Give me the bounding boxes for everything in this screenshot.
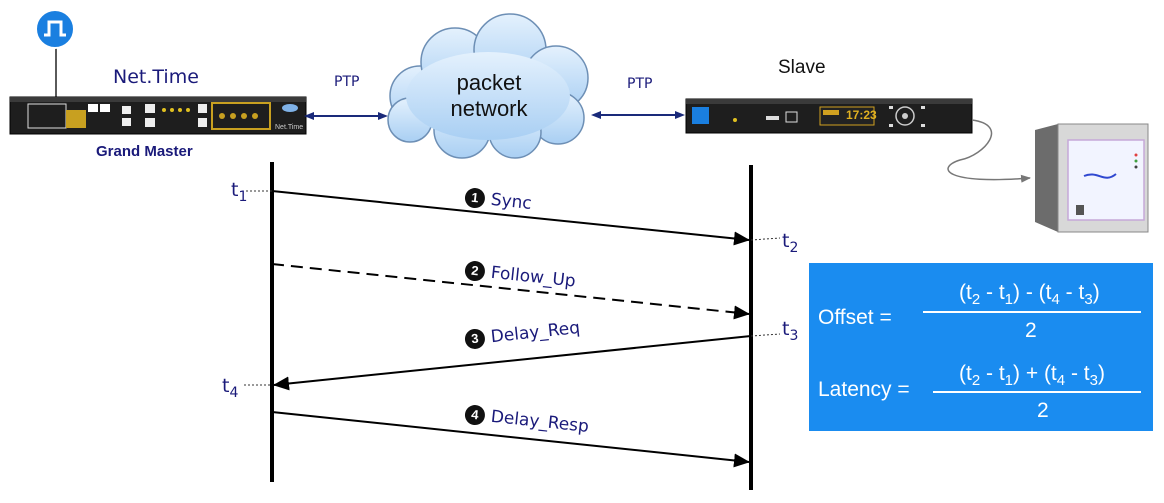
msg-1-label: Sync xyxy=(489,189,533,214)
offset-n-s4: 3 xyxy=(1084,291,1093,308)
msg-4-number: 4 xyxy=(463,404,486,427)
monitoring-terminal-icon xyxy=(1035,123,1149,233)
t4-sub: 4 xyxy=(229,385,239,401)
master-device-label: Net.Time xyxy=(113,66,199,88)
t3-base: t xyxy=(782,318,790,340)
ptp-right-label: PTP xyxy=(627,76,653,92)
timestamp-t1: t1 xyxy=(231,179,247,205)
offset-numerator: (t2 - t1) - (t4 - t3) xyxy=(959,281,1100,308)
latency-n-s2: 1 xyxy=(1004,372,1014,389)
latency-n-p2: - t xyxy=(980,362,1005,385)
follow-up-arrow xyxy=(271,263,750,320)
formula-box: Offset = (t2 - t1) - (t4 - t3) 2 Latency… xyxy=(809,263,1153,431)
msg-2-number: 2 xyxy=(463,260,486,283)
grand-master-device-icon xyxy=(9,96,307,135)
latency-denominator: 2 xyxy=(1037,399,1049,422)
delay-resp-arrow xyxy=(271,411,750,468)
msg-1-number: 1 xyxy=(463,187,486,210)
offset-n-s3: 4 xyxy=(1051,291,1060,308)
latency-n-s4: 3 xyxy=(1089,372,1098,389)
offset-n-p3: ) - (t xyxy=(1013,281,1052,304)
slave-label: Slave xyxy=(778,57,826,78)
timestamp-t3: t3 xyxy=(782,318,798,344)
latency-n-p5: ) xyxy=(1097,362,1105,385)
t2-sub: 2 xyxy=(789,240,799,256)
msg-3-number: 3 xyxy=(463,327,486,350)
offset-denominator: 2 xyxy=(1025,319,1037,342)
grand-master-label: Grand Master xyxy=(96,143,193,160)
offset-n-p2: - t xyxy=(980,281,1005,304)
slave-device-icon xyxy=(685,98,973,134)
latency-n-s3: 4 xyxy=(1056,372,1066,389)
offset-n-p1: (t xyxy=(959,281,972,304)
timestamp-t2: t2 xyxy=(782,230,798,256)
t3-sub: 3 xyxy=(789,328,799,344)
t1-sub: 1 xyxy=(238,189,248,205)
latency-n-p1: (t xyxy=(959,362,972,385)
offset-label: Offset = xyxy=(818,306,892,329)
cloud-label-line2: network xyxy=(450,96,528,121)
latency-numerator: (t2 - t1) + (t4 - t3) xyxy=(959,362,1105,389)
latency-n-s1: 2 xyxy=(971,372,981,389)
latency-label: Latency = xyxy=(818,378,910,401)
slave-display-time: 17:23 xyxy=(846,108,877,122)
cloud-label: packet network xyxy=(434,70,544,122)
offset-n-p4: - t xyxy=(1059,281,1085,304)
sync-arrow xyxy=(271,190,750,246)
t2-base: t xyxy=(782,230,790,252)
master-faceplate-text: Net.Time xyxy=(275,124,304,131)
ptp-left-label: PTP xyxy=(334,74,360,90)
offset-n-s2: 1 xyxy=(1004,291,1014,308)
t4-base: t xyxy=(222,375,230,397)
cloud-label-line1: packet xyxy=(456,70,522,95)
offset-fraction-bar xyxy=(923,311,1141,313)
timestamp-t4: t4 xyxy=(222,375,238,401)
cloud-icon xyxy=(387,13,589,159)
cable xyxy=(947,119,1031,183)
offset-n-s1: 2 xyxy=(971,291,981,308)
latency-n-p4: - t xyxy=(1065,362,1090,385)
latency-n-p3: ) + (t xyxy=(1013,362,1057,385)
latency-fraction-bar xyxy=(933,391,1141,393)
offset-n-p5: ) xyxy=(1092,281,1100,304)
t1-base: t xyxy=(231,179,239,201)
pulse-icon xyxy=(35,9,75,97)
delay-req-arrow xyxy=(273,335,752,391)
